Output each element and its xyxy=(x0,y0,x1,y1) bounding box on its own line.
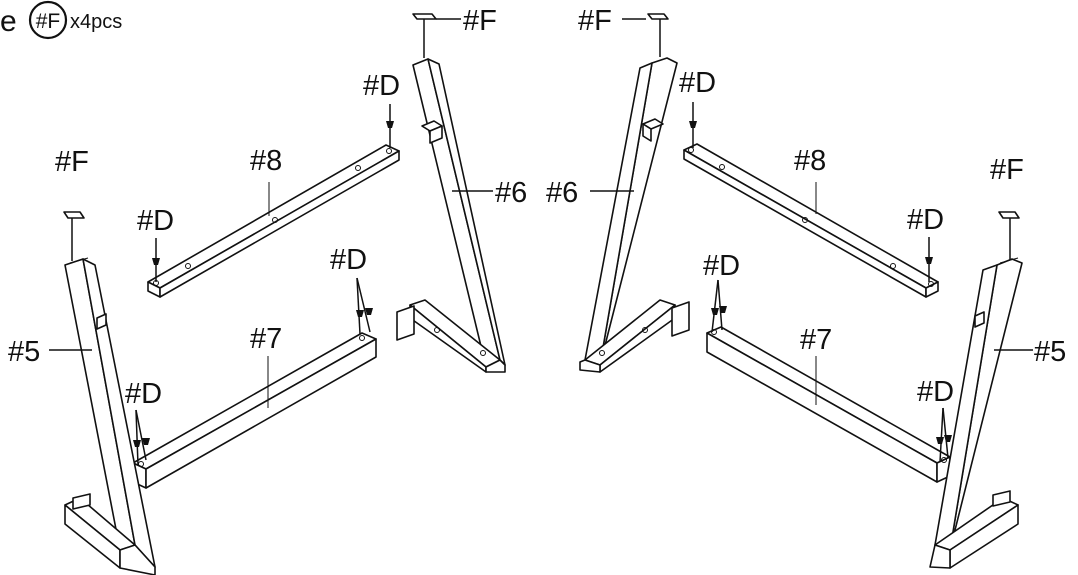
label-screw-d-right-8b: #D xyxy=(907,204,944,236)
label-cap-f-left-2: #F xyxy=(55,146,89,178)
label-screw-d-right-7a: #D xyxy=(703,250,740,282)
screw-d-right-7a xyxy=(711,279,727,333)
label-part-7-right: #7 xyxy=(800,324,832,356)
label-screw-d-right-7b: #D xyxy=(917,376,954,408)
cap-f-right-1 xyxy=(647,13,669,57)
label-part-7-left: #7 xyxy=(250,323,282,355)
crossbar-8-left xyxy=(147,144,400,298)
right-assembly xyxy=(579,13,1033,569)
cap-f-left-2 xyxy=(63,211,85,261)
labels: #F #D #F #8 #D #6 #D #7 #5 #D #F #D #8 #… xyxy=(8,5,1066,410)
header-part-code: #F xyxy=(36,10,61,33)
screw-d-left-8b xyxy=(386,104,394,148)
screw-d-right-8a xyxy=(689,102,697,148)
leg-5-right xyxy=(929,257,1023,569)
label-screw-d-left-8a: #D xyxy=(137,205,174,237)
label-part-5-right: #5 xyxy=(1034,336,1066,368)
label-part-6-left: #6 xyxy=(495,177,527,209)
label-screw-d-right-8a: #D xyxy=(679,67,716,99)
screw-d-right-8b xyxy=(925,237,933,282)
leg-6-left xyxy=(396,58,506,373)
label-part-8-left: #8 xyxy=(250,145,282,177)
crossbar-7-left xyxy=(132,332,377,489)
label-part-6-right: #6 xyxy=(546,177,578,209)
label-part-8-right: #8 xyxy=(794,145,826,177)
label-cap-f-right-1: #F xyxy=(578,5,612,37)
part-circle-icon xyxy=(28,0,68,40)
cap-f-left-1 xyxy=(412,13,437,58)
label-screw-d-left-7a: #D xyxy=(125,378,162,410)
leg-5-left xyxy=(64,257,156,575)
screw-d-left-7b xyxy=(356,277,373,335)
screw-d-left-8a xyxy=(152,238,160,282)
header-prefix: e xyxy=(0,5,17,38)
label-screw-d-left-8b: #D xyxy=(363,70,400,102)
cap-f-right-2 xyxy=(998,211,1020,260)
label-cap-f-left-1: #F xyxy=(463,5,497,37)
label-part-5-left: #5 xyxy=(8,336,40,368)
header-quantity: x4pcs xyxy=(70,11,122,33)
leg-6-right xyxy=(579,57,690,373)
header-legend: e #F x4pcs xyxy=(0,0,122,40)
left-assembly xyxy=(49,13,506,575)
label-cap-f-right-2: #F xyxy=(990,154,1024,186)
crossbar-8-right xyxy=(683,143,939,298)
screw-d-right-7b xyxy=(936,407,952,463)
label-screw-d-left-7b: #D xyxy=(330,244,367,276)
screw-d-left-7a xyxy=(133,409,150,466)
